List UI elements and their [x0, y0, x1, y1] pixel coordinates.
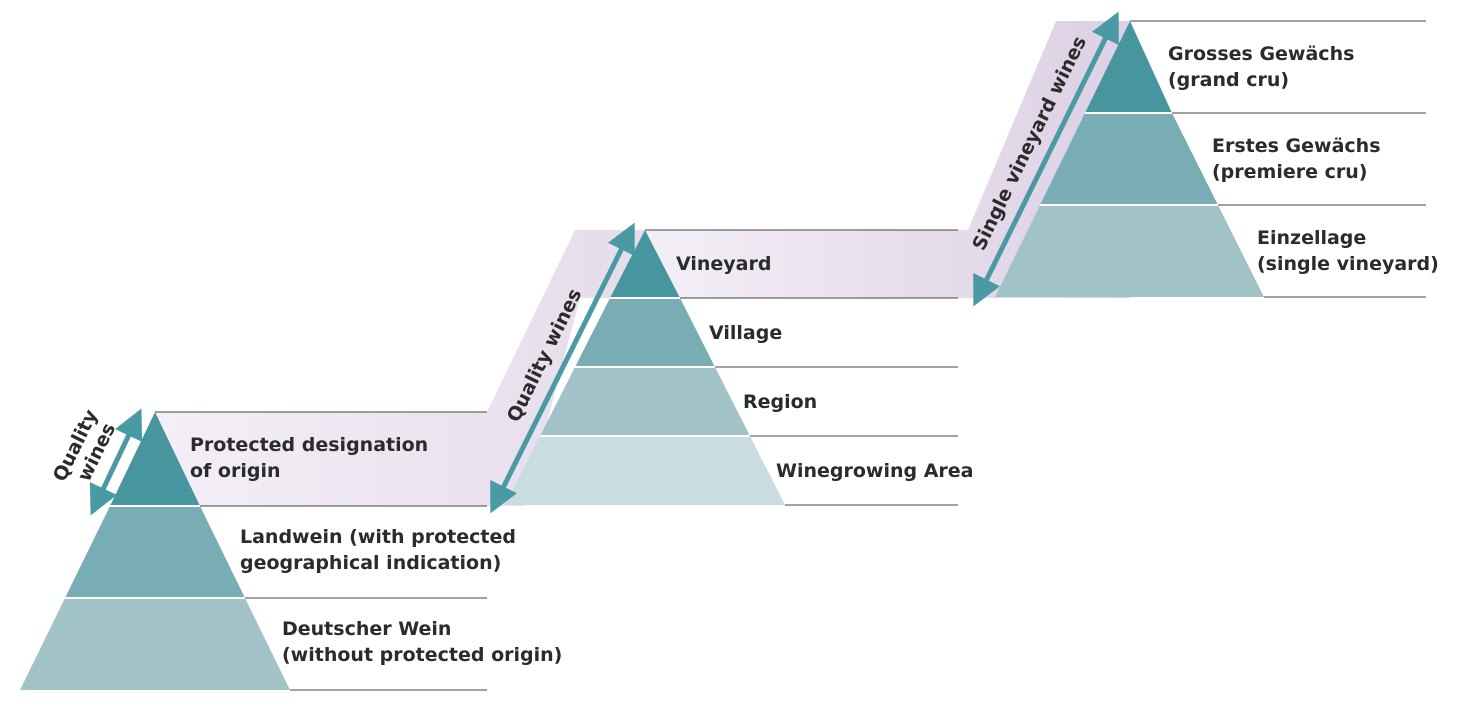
- tier-village: [575, 298, 715, 367]
- label-region: Region: [743, 391, 817, 413]
- label-deutscher-wein: Deutscher Wein (without protected origin…: [282, 618, 562, 666]
- bracket-label-quality-wines-1: Quality wines: [49, 400, 125, 494]
- guide-rules: [155, 20, 1426, 691]
- pyramid-germany: [20, 412, 290, 690]
- tier-region: [540, 367, 750, 436]
- label-grosses-gewaechs: Grosses Gewächs (grand cru): [1168, 43, 1361, 91]
- quality-wines-arrow-2: [490, 222, 635, 514]
- label-erstes-gewaechs: Erstes Gewächs (premiere cru): [1212, 135, 1387, 183]
- tier-winegrowing-area: [505, 436, 785, 505]
- label-protected-designation: Protected designation of origin: [190, 434, 435, 482]
- label-winegrowing-area: Winegrowing Area: [776, 460, 974, 482]
- quality-wines-arrow-1: [89, 408, 143, 516]
- tier-landwein: [65, 506, 245, 598]
- label-landwein: Landwein (with protected geographical in…: [240, 526, 523, 574]
- label-vineyard: Vineyard: [676, 253, 771, 275]
- single-vineyard-arrow: [973, 11, 1119, 307]
- label-village: Village: [709, 322, 782, 344]
- tier-einzellage: [995, 205, 1264, 297]
- tier-deutscher-wein: [20, 598, 290, 690]
- label-einzellage: Einzellage (single vineyard): [1257, 227, 1439, 275]
